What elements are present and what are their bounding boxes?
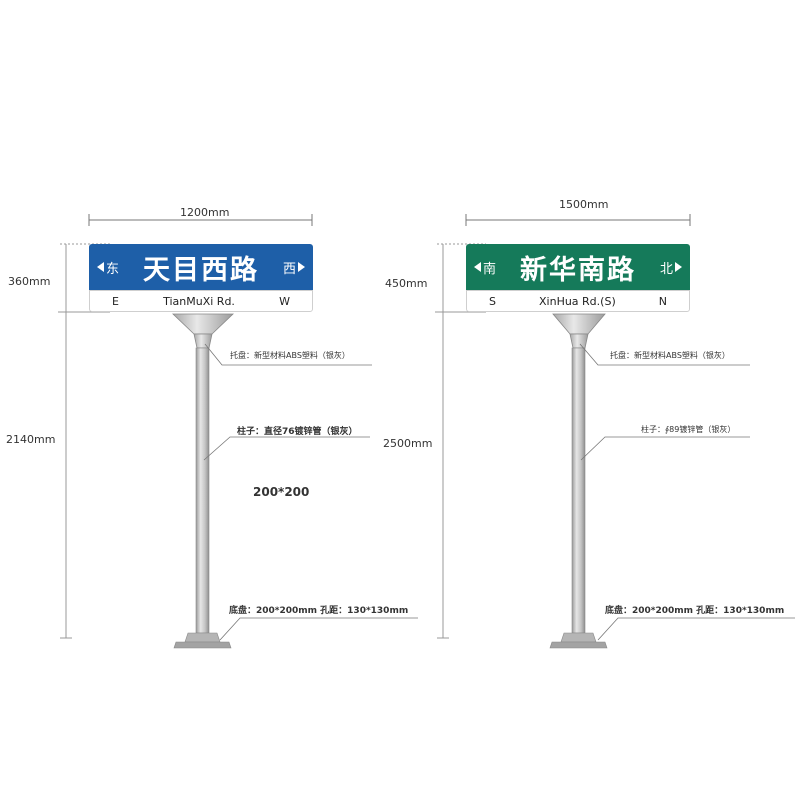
right-sign-direction-left: 南: [474, 258, 496, 277]
left-sign-road-name: 天目西路: [143, 254, 259, 286]
right-arrow-icon: [298, 262, 305, 272]
left-leader-lines: [203, 343, 418, 641]
left-arrow-icon: [474, 262, 481, 272]
left-base-note: 底盘：200*200mm 孔距：130*130mm: [229, 606, 409, 616]
left-sign-main-panel: 东 天目西路 西: [89, 244, 313, 290]
left-sign-height-label: 360mm: [8, 275, 51, 288]
right-width-dimension: [465, 214, 691, 226]
left-width-label: 1200mm: [180, 206, 230, 219]
left-width-dimension: [88, 214, 313, 226]
right-sign-main-panel: 南 新华南路 北: [466, 244, 690, 290]
left-pole-note: 柱子：直径76镀锌管（银灰）: [237, 427, 358, 437]
left-sign-bottom-center: TianMuXi Rd.: [163, 294, 235, 308]
right-sign-subpanel: S XinHua Rd.(S) N: [466, 290, 690, 312]
left-size-note: 200*200: [253, 485, 310, 499]
left-sign-direction-right: 西: [283, 258, 305, 277]
right-sign-bottom-left: S: [489, 294, 496, 308]
left-pole: [172, 313, 234, 649]
right-sign-direction-right: 北: [660, 258, 682, 277]
right-sign-road-name: 新华南路: [520, 254, 636, 286]
left-sign-subpanel: E TianMuXi Rd. W: [89, 290, 313, 312]
right-pole-height-label: 2500mm: [383, 437, 433, 450]
right-sign-bottom-right: N: [658, 294, 667, 308]
left-sign-bottom-right: W: [279, 294, 290, 308]
right-sign-height-label: 450mm: [385, 277, 428, 290]
left-sign-direction-left: 东: [97, 258, 119, 277]
right-base-note: 底盘：200*200mm 孔距：130*130mm: [605, 606, 785, 616]
left-tray-note: 托盘：新型材料ABS塑料（银灰）: [230, 351, 350, 360]
right-pole-note: 柱子：∮89镀锌管（银灰）: [641, 425, 736, 434]
left-pole-height-label: 2140mm: [6, 433, 56, 446]
left-arrow-icon: [97, 262, 104, 272]
right-arrow-icon: [675, 262, 682, 272]
right-width-label: 1500mm: [559, 198, 609, 211]
right-leader-lines: [579, 343, 795, 641]
right-sign-bottom-center: XinHua Rd.(S): [539, 294, 616, 308]
left-sign-bottom-left: E: [112, 294, 119, 308]
right-tray-note: 托盘：新型材料ABS塑料（银灰）: [610, 351, 730, 360]
right-pole: [549, 313, 608, 649]
